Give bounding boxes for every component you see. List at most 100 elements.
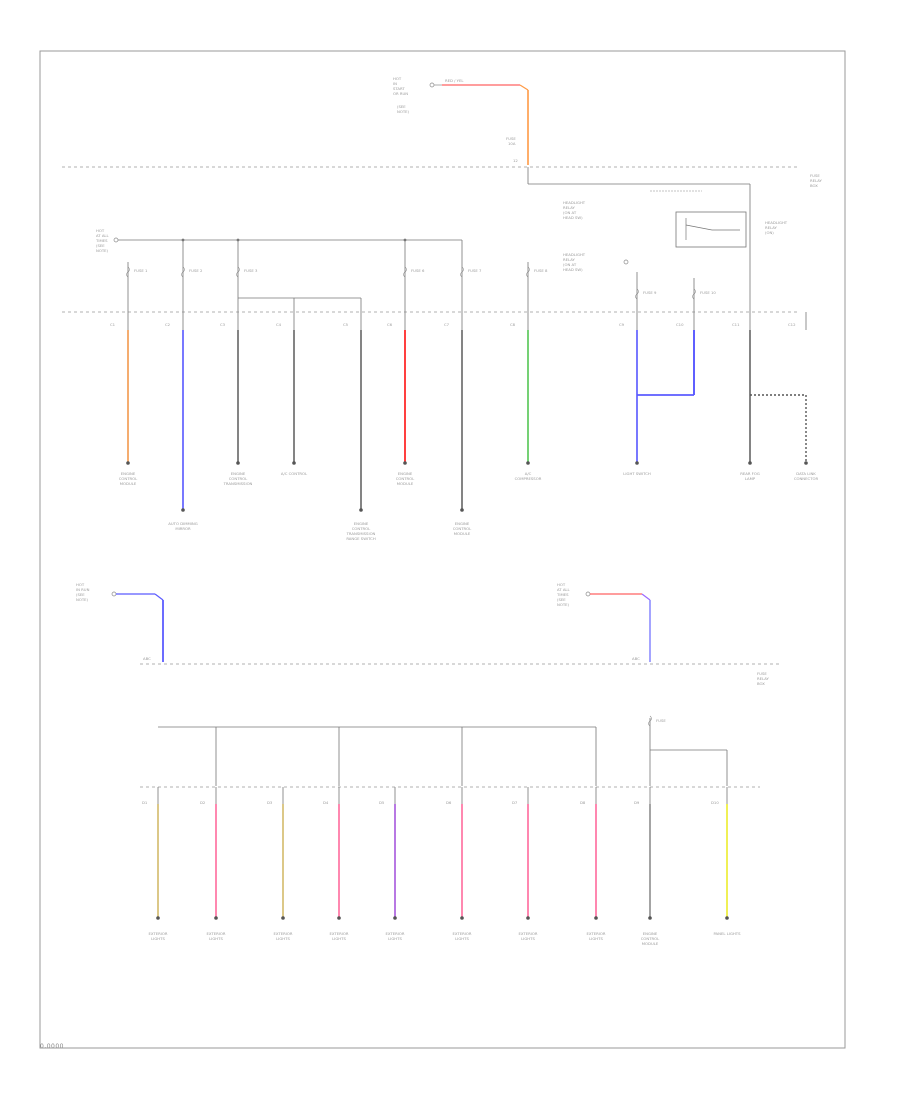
pin-label: D6 (446, 800, 452, 805)
component-label: LIGHTS (151, 936, 165, 941)
bottom-right-source: HOT AT ALL TIMES (SEE NOTE) ABC (556, 582, 651, 662)
svg-text:BOX: BOX (757, 681, 765, 686)
component-label: MIRROR (175, 526, 191, 531)
svg-text:RELAY: RELAY (757, 676, 770, 681)
component-label: CONTROL (641, 936, 660, 941)
svg-text:RED / YEL: RED / YEL (445, 78, 464, 83)
component-label: EXTERIOR (273, 931, 292, 936)
pin-label: D2 (200, 800, 206, 805)
svg-text:HEADLIGHT: HEADLIGHT (563, 200, 586, 205)
terminal-dot (292, 461, 296, 465)
svg-text:RELAY: RELAY (563, 205, 576, 210)
component-label: LIGHTS (521, 936, 535, 941)
svg-text:ABC: ABC (632, 656, 640, 661)
svg-text:HOT: HOT (393, 76, 402, 81)
svg-text:NOTE): NOTE) (397, 109, 410, 114)
svg-text:HEADLIGHT: HEADLIGHT (563, 252, 586, 257)
right-crossover (750, 394, 807, 462)
component-label: ENGINE (231, 471, 246, 476)
component-label: MODULE (454, 531, 471, 536)
component-label: LAMP (745, 476, 756, 481)
pin-label: C4 (276, 322, 282, 327)
svg-text:10A: 10A (508, 141, 516, 146)
svg-text:(ON AT: (ON AT (563, 262, 577, 267)
component-label: CONTROL (119, 476, 138, 481)
pin-label: C3 (220, 322, 226, 327)
lower-circuits: D1EXTERIORLIGHTSD2EXTERIORLIGHTSD3EXTERI… (142, 787, 741, 946)
terminal-dot (156, 916, 160, 920)
svg-text:BOX: BOX (810, 183, 818, 188)
bottom-left-source: HOT IN RUN (SEE NOTE) ABC (76, 582, 164, 662)
component-label: A/C CONTROL (281, 471, 308, 476)
component-label: LIGHTS (589, 936, 603, 941)
component-label: EXTERIOR (148, 931, 167, 936)
component-label: LIGHTS (388, 936, 402, 941)
lower-fuse: FUSE (648, 715, 666, 727)
component-label: ENGINE (354, 521, 369, 526)
svg-text:IN RUN: IN RUN (76, 587, 90, 592)
svg-text:(SEE: (SEE (557, 597, 566, 602)
svg-text:IN: IN (393, 81, 397, 86)
component-label: MODULE (397, 481, 414, 486)
upper-fuse-labels: FUSE 1 FUSE 2 FUSE 3 FUSE 6 FUSE 7 FUSE … (134, 268, 716, 295)
footer-code: 0.0000 (40, 1043, 64, 1050)
svg-text:TIMES: TIMES (556, 592, 569, 597)
component-label: REAR FOG (740, 471, 760, 476)
terminal-dot (748, 461, 752, 465)
pin-label: C8 (510, 322, 516, 327)
component-label: EXTERIOR (329, 931, 348, 936)
svg-text:HOT: HOT (557, 582, 566, 587)
component-label: RANGE SWITCH (346, 536, 376, 541)
pin-label: C2 (165, 322, 171, 327)
upper-feed-rail: HOT AT ALL TIMES (SEE NOTE) (95, 228, 463, 312)
svg-text:NOTE): NOTE) (557, 602, 570, 607)
svg-text:AT ALL: AT ALL (557, 587, 571, 592)
terminal-dot (393, 916, 397, 920)
svg-text:OR RUN: OR RUN (393, 91, 408, 96)
pin-label: C6 (387, 322, 393, 327)
terminal-dot (460, 508, 464, 512)
svg-text:FUSE 2: FUSE 2 (189, 268, 203, 273)
pin-label: C7 (444, 322, 450, 327)
terminal-dot (460, 916, 464, 920)
svg-text:FUSE: FUSE (656, 718, 666, 723)
svg-text:FUSE 3: FUSE 3 (244, 268, 258, 273)
component-label: PANEL LIGHTS (714, 931, 742, 936)
terminal-dot (594, 916, 598, 920)
component-label: DATA LINK (796, 471, 816, 476)
component-label: MODULE (642, 941, 659, 946)
svg-text:(ON AT: (ON AT (563, 210, 577, 215)
component-label: TRANSMISSION (346, 531, 376, 536)
component-label: COMPRESSOR (515, 476, 542, 481)
svg-text:(SEE: (SEE (96, 243, 105, 248)
component-label: LIGHTS (455, 936, 469, 941)
svg-text:HEADLIGHT: HEADLIGHT (765, 220, 788, 225)
component-label: LIGHTS (332, 936, 346, 941)
component-label: EXTERIOR (206, 931, 225, 936)
svg-text:FUSE 8: FUSE 8 (534, 268, 548, 273)
terminal-dot (403, 461, 407, 465)
svg-text:NOTE): NOTE) (76, 597, 89, 602)
pin-label: D7 (512, 800, 518, 805)
component-label: CONTROL (229, 476, 248, 481)
pin-label: D10 (711, 800, 719, 805)
component-label: EXTERIOR (518, 931, 537, 936)
component-label: CONTROL (396, 476, 415, 481)
svg-text:FUSE 7: FUSE 7 (468, 268, 482, 273)
svg-text:HOT: HOT (96, 228, 105, 233)
terminal-dot (214, 916, 218, 920)
component-label: A/C (525, 471, 532, 476)
component-label: AUTO DIMMING (168, 521, 197, 526)
relay-feed: HEADLIGHT RELAY (ON AT HEAD SW) HEADLIGH… (527, 167, 788, 312)
pin-label: D4 (323, 800, 329, 805)
component-label: EXTERIOR (452, 931, 471, 936)
